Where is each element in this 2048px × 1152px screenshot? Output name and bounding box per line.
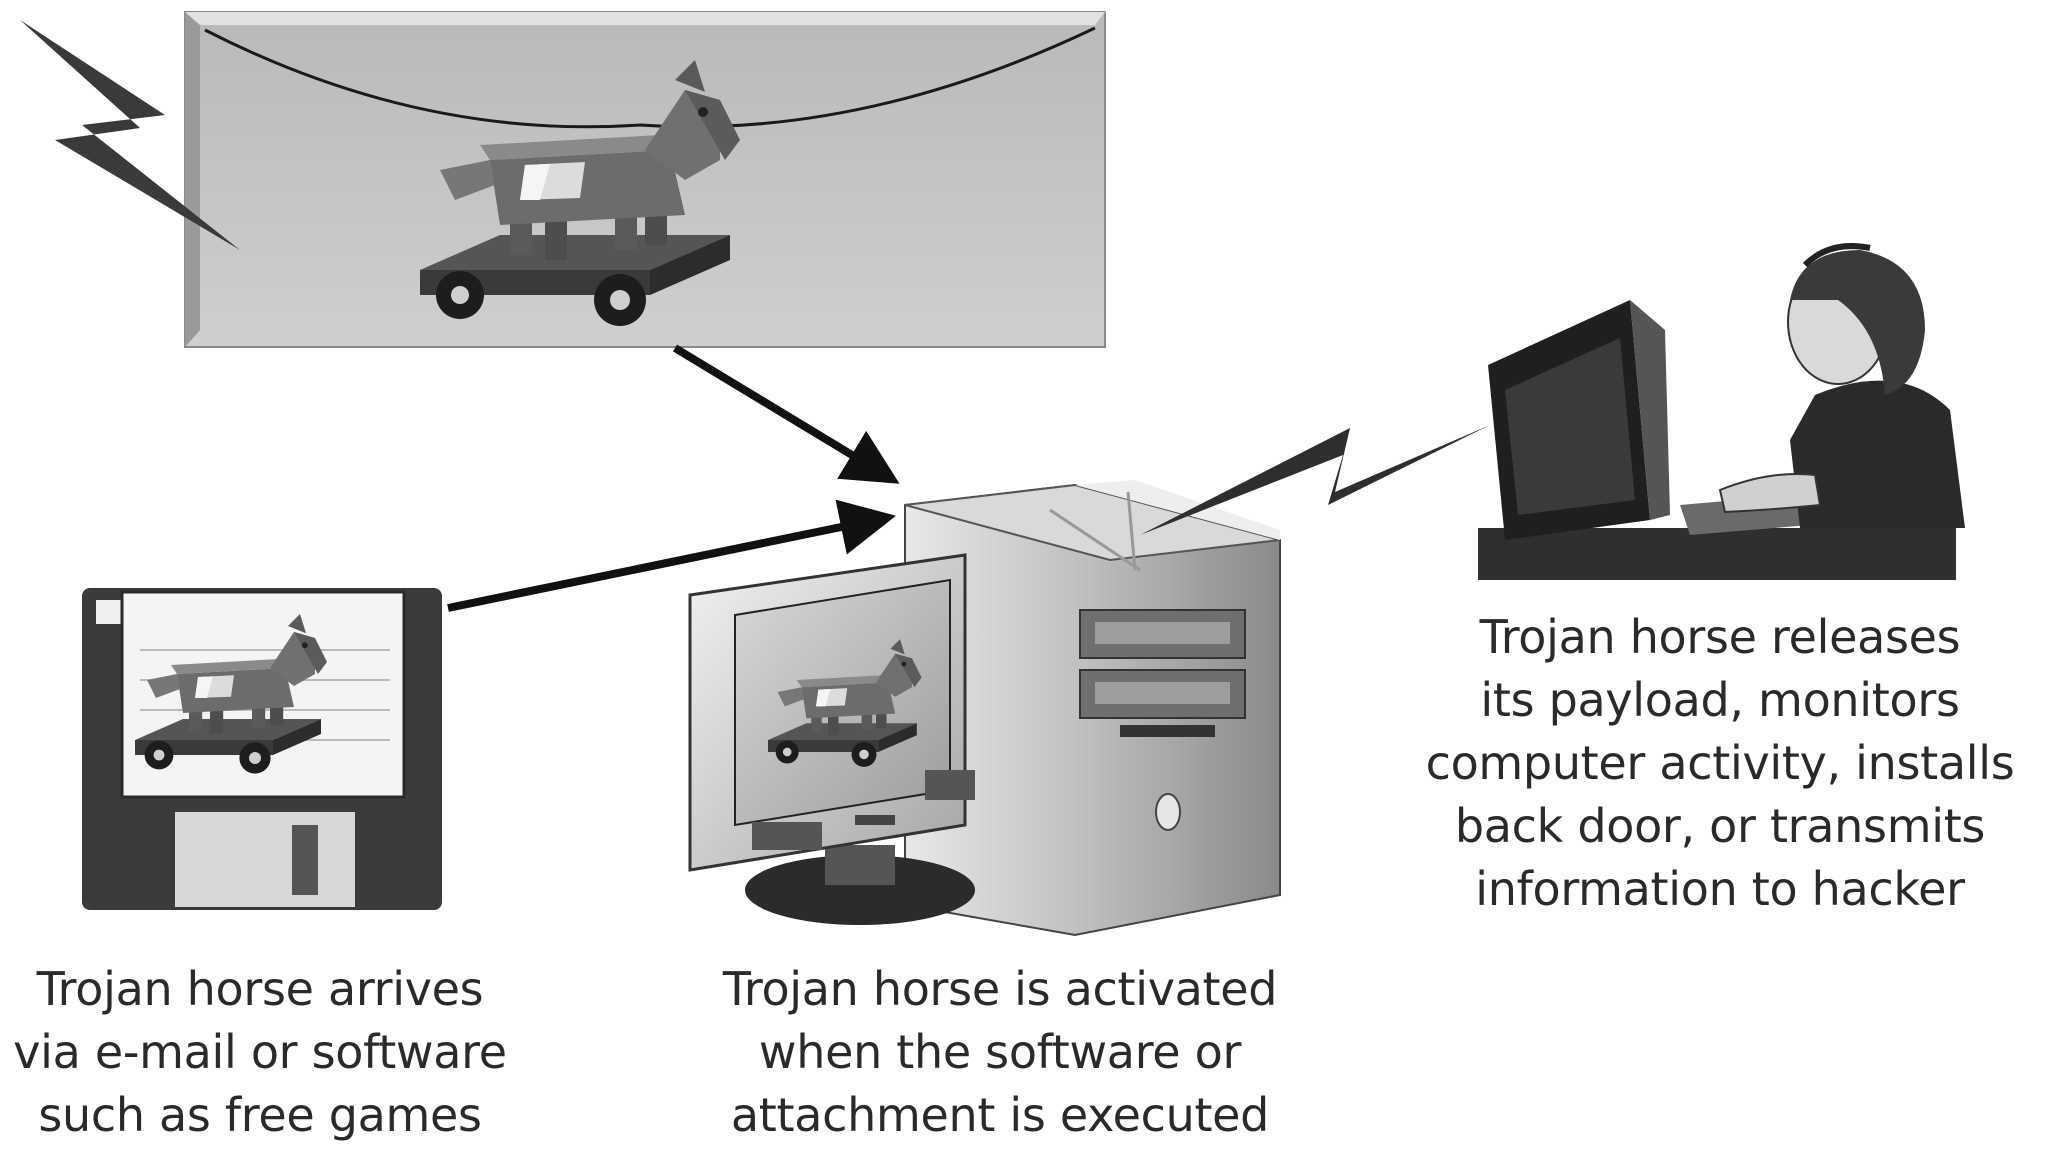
caption-line: back door, or transmits (1454, 799, 1986, 853)
desktop-computer-icon (688, 480, 1281, 937)
caption-line: attachment is executed (730, 1088, 1270, 1142)
caption-line: Trojan horse releases (1479, 610, 1961, 664)
caption-line: via e-mail or software (13, 1025, 507, 1079)
caption-line: such as free games (38, 1088, 482, 1142)
arrow-email-to-computer (672, 344, 900, 484)
caption-line: its payload, monitors (1480, 673, 1960, 727)
caption-line: information to hacker (1475, 862, 1965, 916)
caption-trojan-activated: Trojan horse is activated when the softw… (690, 958, 1310, 1147)
caption-line: Trojan horse arrives (36, 962, 484, 1016)
caption-line: Trojan horse is activated (722, 962, 1278, 1016)
arrow-floppy-to-computer (447, 499, 896, 612)
caption-line: computer activity, installs (1425, 736, 2015, 790)
lightning-bolt-icon (1140, 425, 1490, 535)
caption-trojan-payload: Trojan horse releases its payload, monit… (1400, 606, 2040, 921)
caption-line: when the software or (758, 1025, 1242, 1079)
hacker-at-computer-icon (1478, 243, 1965, 580)
caption-trojan-arrival: Trojan horse arrives via e-mail or softw… (0, 958, 520, 1147)
